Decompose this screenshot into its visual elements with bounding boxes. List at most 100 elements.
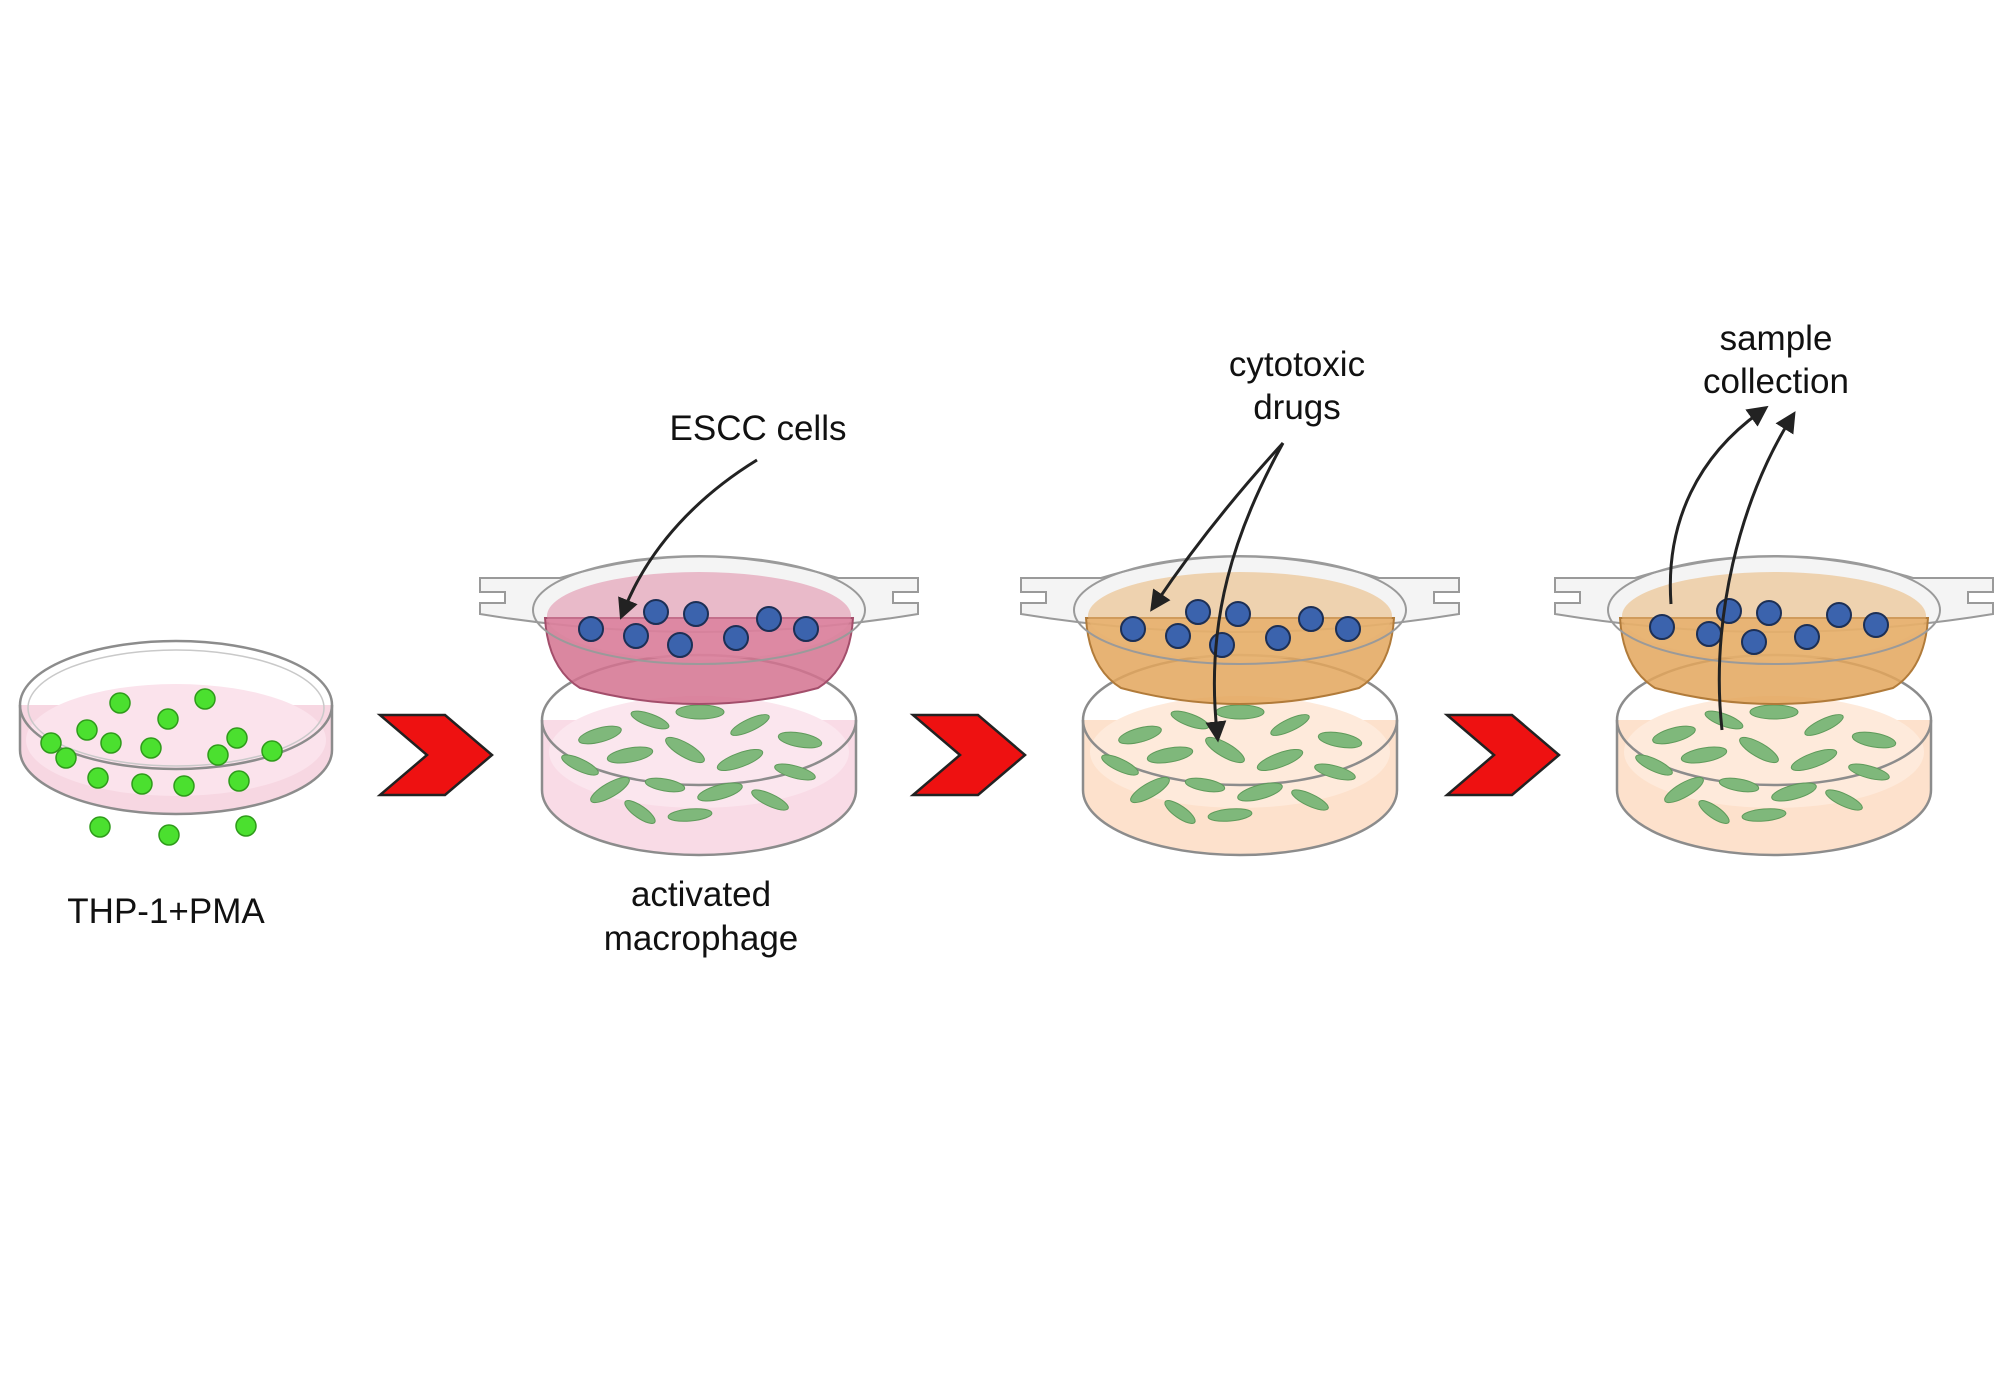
escc-cell: [623, 623, 649, 649]
stage-2-transwell: ESCC cells activated macrophage: [479, 409, 919, 958]
macrophage-cell: [1825, 789, 1863, 811]
escc-cell: [756, 606, 782, 632]
thp1-cell: [140, 737, 162, 759]
macrophage-cell: [1718, 777, 1760, 793]
thp1-cell: [228, 770, 250, 792]
macrophage-cell: [561, 754, 599, 776]
macrophage-cell: [1291, 789, 1329, 811]
step-arrows: [376, 713, 1561, 797]
macrophage-cell: [716, 748, 764, 772]
macrophage-cell: [1804, 714, 1844, 736]
thp1-cell: [158, 824, 180, 846]
thp1-cell: [131, 773, 153, 795]
escc-cell: [1696, 621, 1722, 647]
drugs-to-insert-arrow: [1150, 441, 1285, 612]
stage-3-transwell: cytotoxic drugs: [1020, 345, 1460, 857]
escc-cell-group: [1120, 599, 1361, 658]
macrophage-cell: [578, 725, 622, 745]
macrophage-cell: [1256, 748, 1304, 772]
escc-cell: [1165, 623, 1191, 649]
macrophage-cell: [1771, 782, 1817, 802]
macrophage-cell: [667, 808, 713, 822]
cytotoxic-drugs-label-line2: drugs: [1253, 388, 1341, 427]
macrophage-cell: [1698, 800, 1730, 824]
escc-cell: [1298, 606, 1324, 632]
thp1-cell: [235, 815, 257, 837]
escc-cell: [1185, 599, 1211, 625]
macrophage-cell: [751, 789, 789, 811]
macrophage-layer: [1101, 704, 1363, 824]
macrophage-cell: [1741, 808, 1787, 822]
escc-cell: [578, 616, 604, 642]
escc-cell: [643, 599, 669, 625]
escc-cell: [1209, 632, 1235, 658]
escc-cell: [723, 625, 749, 651]
escc-cell: [1741, 629, 1767, 655]
escc-cell: [1335, 616, 1361, 642]
macrophage-cell: [1680, 746, 1728, 764]
macrophage-cell: [1652, 725, 1696, 745]
thp1-cell: [194, 688, 216, 710]
escc-cell: [1265, 625, 1291, 651]
escc-cell: [1649, 614, 1675, 640]
macrophage-cell: [665, 736, 705, 764]
macrophage-cell: [1851, 731, 1897, 749]
stage-4-transwell: sample collection: [1554, 319, 1994, 857]
chevron-right-icon: [909, 713, 1027, 797]
macrophage-layer: [561, 704, 823, 824]
macrophage-cell: [777, 731, 823, 749]
macrophage-cell: [606, 746, 654, 764]
escc-cell: [683, 601, 709, 627]
escc-cell: [1826, 602, 1852, 628]
macrophage-cell: [1790, 748, 1838, 772]
escc-cell: [1120, 616, 1146, 642]
macrophage-cell: [1184, 777, 1226, 793]
thp1-cell: [173, 775, 195, 797]
escc-arrow: [618, 458, 758, 620]
activated-macrophage-label-line1: activated: [631, 875, 771, 914]
insert-2-rim: [532, 555, 866, 665]
macrophage-cell: [774, 763, 816, 781]
macrophage-cell: [630, 710, 670, 730]
macrophage-cell: [1164, 800, 1196, 824]
escc-cell: [1225, 601, 1251, 627]
macrophage-cell: [697, 782, 743, 802]
thp1-cell: [100, 732, 122, 754]
activated-macrophage-label-line2: macrophage: [604, 919, 799, 958]
escc-cell: [1863, 612, 1889, 638]
macrophage-cell: [590, 776, 630, 804]
macrophage-layer: [1635, 704, 1897, 824]
macrophage-cell: [675, 704, 725, 720]
macrophage-cell: [1739, 736, 1779, 764]
macrophage-cell: [1101, 754, 1139, 776]
insert-4-rim: [1607, 555, 1941, 665]
thp1-cell-group: [40, 688, 283, 846]
macrophage-cell: [1314, 763, 1356, 781]
drugs-to-dish-arrow: [1205, 442, 1285, 743]
macrophage-cell: [1270, 714, 1310, 736]
sample-collection-label-line2: collection: [1703, 362, 1849, 401]
thp1-cell: [40, 732, 62, 754]
thp1-cell: [109, 692, 131, 714]
sample-from-dish-arrow: [1717, 411, 1796, 731]
macrophage-cell: [730, 714, 770, 736]
macrophage-cell: [1664, 776, 1704, 804]
insert-3-rim: [1073, 555, 1407, 665]
macrophage-cell: [1146, 746, 1194, 764]
escc-cell: [1716, 598, 1742, 624]
escc-cells-label: ESCC cells: [670, 409, 847, 448]
escc-cell-group: [578, 599, 819, 658]
macrophage-cell: [1848, 763, 1890, 781]
dish-1-rim: [18, 639, 334, 771]
macrophage-cell: [1118, 725, 1162, 745]
escc-cell: [667, 632, 693, 658]
macrophage-cell: [1130, 776, 1170, 804]
thp1-cell: [207, 744, 229, 766]
macrophage-cell: [1635, 754, 1673, 776]
macrophage-cell: [1237, 782, 1283, 802]
thp1-cell: [226, 727, 248, 749]
thp1-cell: [76, 719, 98, 741]
escc-cell: [1756, 600, 1782, 626]
macrophage-cell: [1317, 731, 1363, 749]
